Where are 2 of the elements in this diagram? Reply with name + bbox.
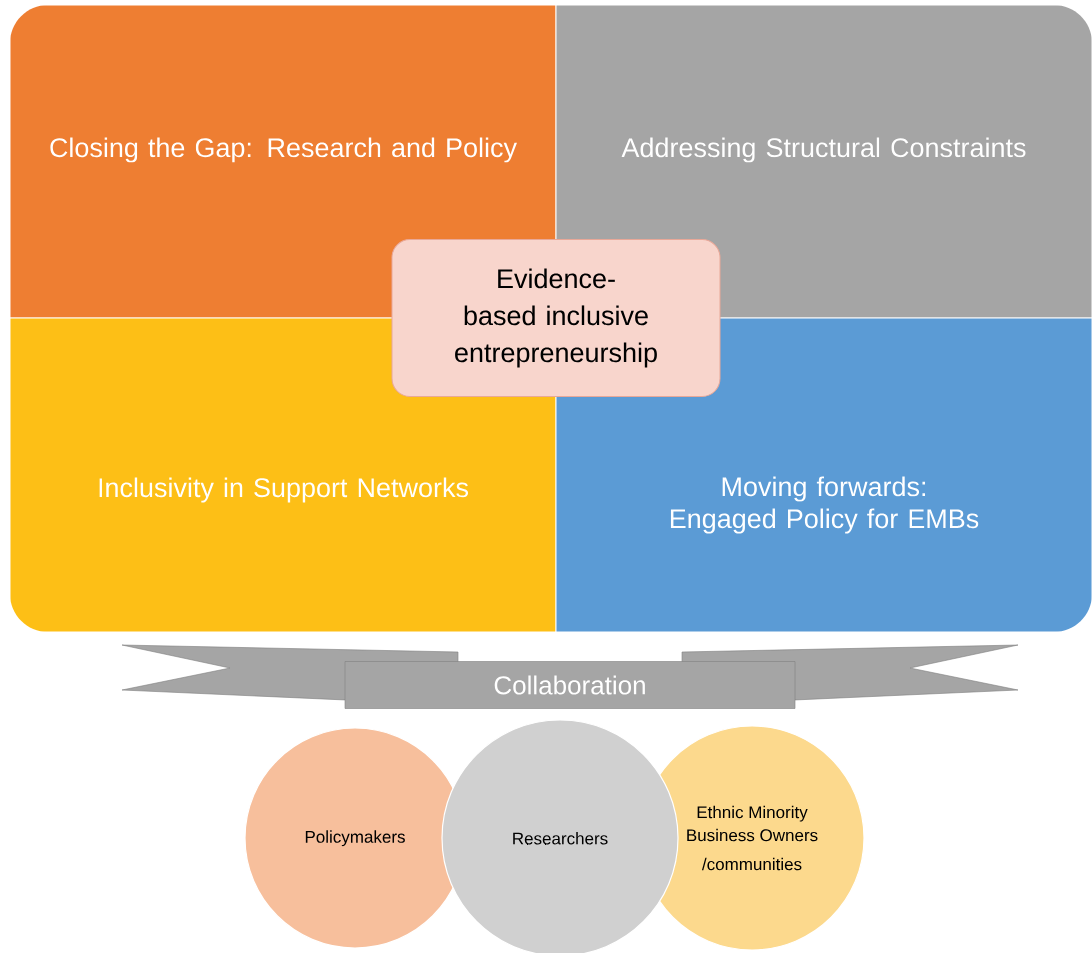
rounded-box: Evidence-based inclusive entrepreneurship bbox=[391, 239, 721, 397]
banner-ribbon: Collaboration bbox=[121, 644, 1019, 709]
